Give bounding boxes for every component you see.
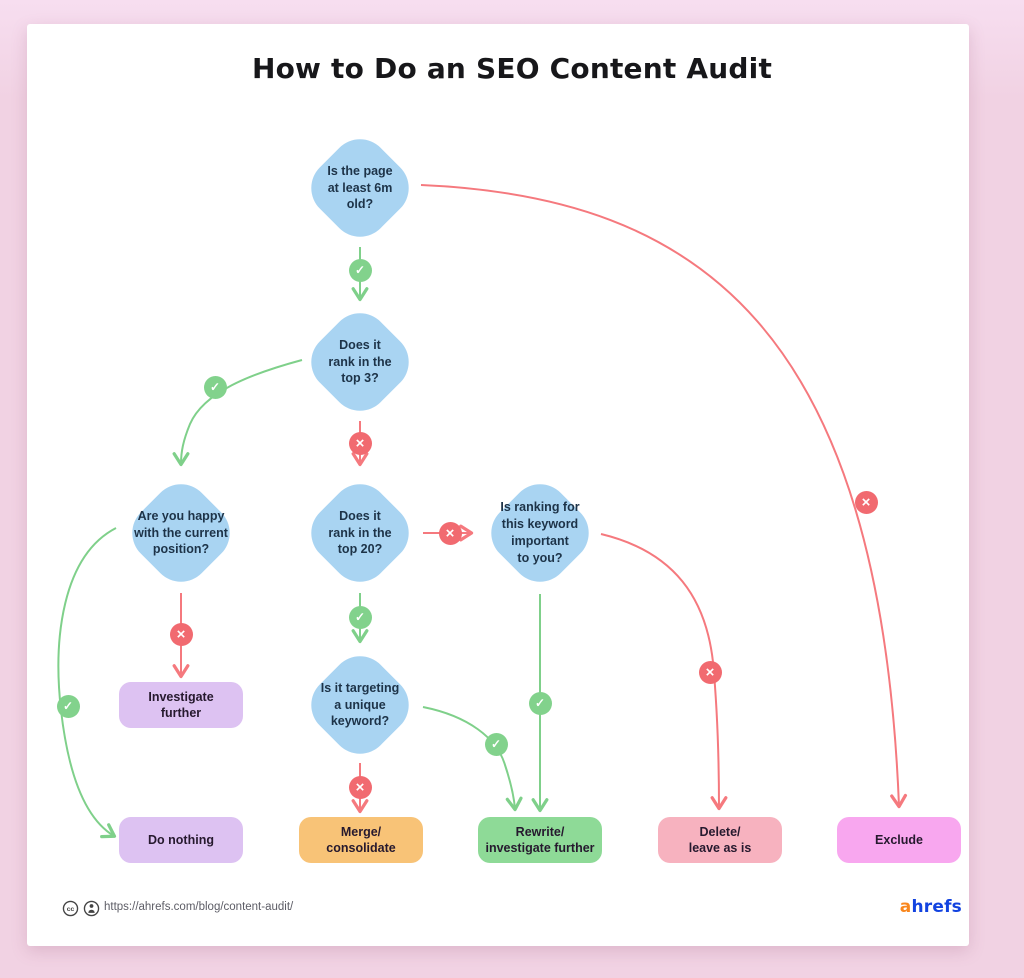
outcome-label: Investigate further: [148, 689, 214, 720]
cross-icon: ×: [348, 775, 372, 799]
source-url: https://ahrefs.com/blog/content-audit/: [104, 901, 294, 913]
ahrefs-logo: ahrefs: [900, 897, 962, 917]
check-icon: ✓: [348, 258, 372, 282]
cross-icon: ×: [438, 521, 462, 545]
cc-by-attribution-icon: [83, 900, 100, 917]
outcome-investigate-further: Investigate further: [119, 682, 243, 728]
outcome-label: Merge/ consolidate: [326, 824, 396, 855]
decision-rank-top3: Does it rank in the top 3?: [292, 294, 428, 430]
decision-label: Does it rank in the top 3?: [328, 337, 392, 386]
svg-text:cc: cc: [67, 906, 75, 913]
decision-unique-keyword: Is it targeting a unique keyword?: [292, 637, 428, 773]
decision-label: Does it rank in the top 20?: [328, 508, 392, 557]
outcome-exclude: Exclude: [837, 817, 961, 863]
cross-icon: ×: [169, 622, 193, 646]
outcome-merge-consolidate: Merge/ consolidate: [299, 817, 423, 863]
outcome-label: Rewrite/ investigate further: [485, 824, 595, 855]
decision-page-age: Is the page at least 6m old?: [292, 120, 428, 256]
decision-rank-top20: Does it rank in the top 20?: [292, 465, 428, 601]
decision-label: Is the page at least 6m old?: [327, 163, 393, 212]
outcome-delete-leave: Delete/ leave as is: [658, 817, 782, 863]
cross-icon: ×: [854, 490, 878, 514]
decision-label: Is ranking for this keyword important to…: [500, 500, 580, 565]
ahrefs-logo-rest: hrefs: [911, 897, 962, 917]
check-icon: ✓: [348, 605, 372, 629]
decision-keyword-important: Is ranking for this keyword important to…: [472, 465, 608, 601]
cross-icon: ×: [698, 660, 722, 684]
page-title: How to Do an SEO Content Audit: [251, 52, 773, 85]
decision-label: Are you happy with the current position?: [134, 508, 228, 557]
ahrefs-logo-a: a: [899, 897, 912, 917]
check-icon: ✓: [528, 691, 552, 715]
decision-happy-position: Are you happy with the current position?: [113, 465, 249, 601]
outcome-label: Delete/ leave as is: [688, 824, 752, 855]
cc-license-icon: cc: [62, 900, 79, 917]
check-icon: ✓: [56, 694, 80, 718]
check-icon: ✓: [484, 732, 508, 756]
outcome-do-nothing: Do nothing: [119, 817, 243, 863]
check-icon: ✓: [203, 375, 227, 399]
outcome-rewrite: Rewrite/ investigate further: [478, 817, 602, 863]
cross-icon: ×: [348, 431, 372, 455]
outcome-label: Exclude: [875, 832, 923, 847]
outcome-label: Do nothing: [148, 832, 214, 847]
decision-label: Is it targeting a unique keyword?: [320, 680, 400, 729]
